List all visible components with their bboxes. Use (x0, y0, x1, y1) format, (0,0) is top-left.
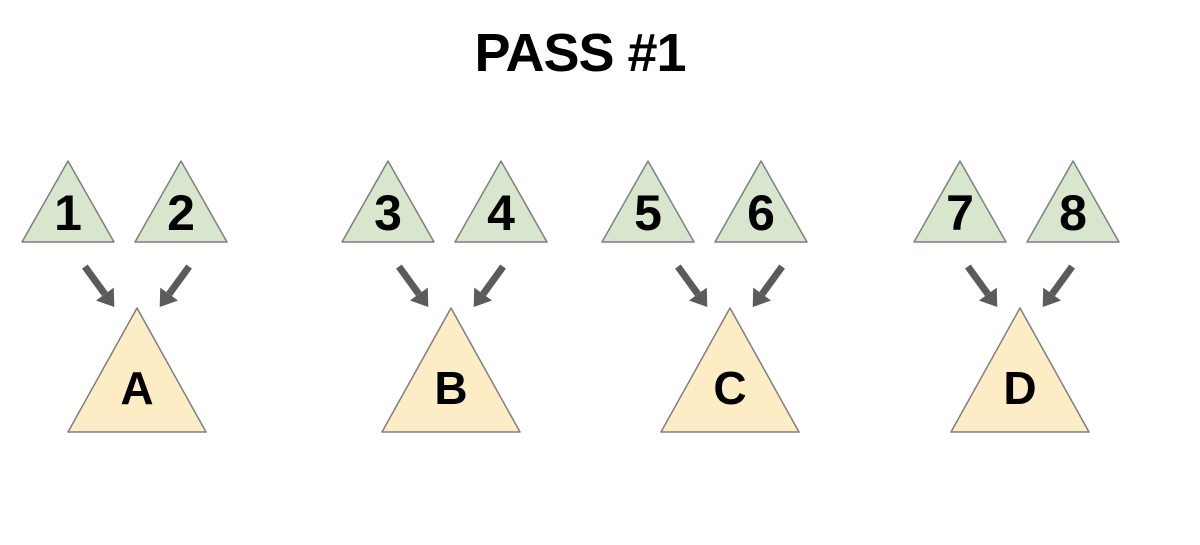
output-triangle-a: A (65, 305, 209, 435)
input-triangle-label: 8 (1059, 185, 1087, 241)
arrow-down-left-icon (461, 256, 517, 316)
input-triangle-7: 7 (912, 158, 1008, 244)
merge-group-a: 1 2 A (20, 158, 232, 458)
merge-group-b: 3 4 B (340, 158, 552, 458)
page-title: PASS #1 (474, 23, 686, 83)
triangle-icon (950, 307, 1090, 433)
arrow-down-right-icon (385, 256, 441, 316)
output-triangle-label: A (120, 362, 154, 414)
input-triangle-6: 6 (713, 158, 809, 244)
triangle-icon (134, 160, 228, 243)
triangle-icon (601, 160, 695, 243)
arrow-down-right-icon (664, 256, 720, 316)
triangle-icon (660, 307, 800, 433)
input-triangle-label: 2 (167, 185, 195, 241)
triangle-icon (21, 160, 115, 243)
output-triangle-c: C (658, 305, 802, 435)
triangle-icon (454, 160, 548, 243)
input-triangle-8: 8 (1025, 158, 1121, 244)
input-triangle-1: 1 (20, 158, 116, 244)
triangle-icon (341, 160, 435, 243)
merge-group-d: 7 8 D (912, 158, 1124, 458)
output-triangle-b: B (379, 305, 523, 435)
input-triangle-label: 4 (487, 185, 515, 241)
input-triangle-3: 3 (340, 158, 436, 244)
triangle-icon (714, 160, 808, 243)
triangle-icon (1026, 160, 1120, 243)
output-triangle-d: D (948, 305, 1092, 435)
output-triangle-label: D (1003, 362, 1037, 414)
input-triangle-label: 7 (946, 185, 974, 241)
arrow-down-right-icon (71, 256, 127, 316)
output-triangle-label: B (434, 362, 468, 414)
triangle-icon (381, 307, 521, 433)
output-triangle-label: C (713, 362, 747, 414)
arrow-down-left-icon (1030, 256, 1086, 316)
input-triangle-label: 6 (747, 185, 775, 241)
merge-group-c: 5 6 C (600, 158, 812, 458)
input-triangle-label: 5 (634, 185, 662, 241)
arrow-down-left-icon (147, 256, 203, 316)
input-triangle-2: 2 (133, 158, 229, 244)
input-triangle-4: 4 (453, 158, 549, 244)
input-triangle-label: 3 (374, 185, 402, 241)
arrow-down-left-icon (740, 256, 796, 316)
triangle-icon (67, 307, 207, 433)
triangle-icon (913, 160, 1007, 243)
input-triangle-5: 5 (600, 158, 696, 244)
arrow-down-right-icon (954, 256, 1010, 316)
input-triangle-label: 1 (54, 185, 82, 241)
